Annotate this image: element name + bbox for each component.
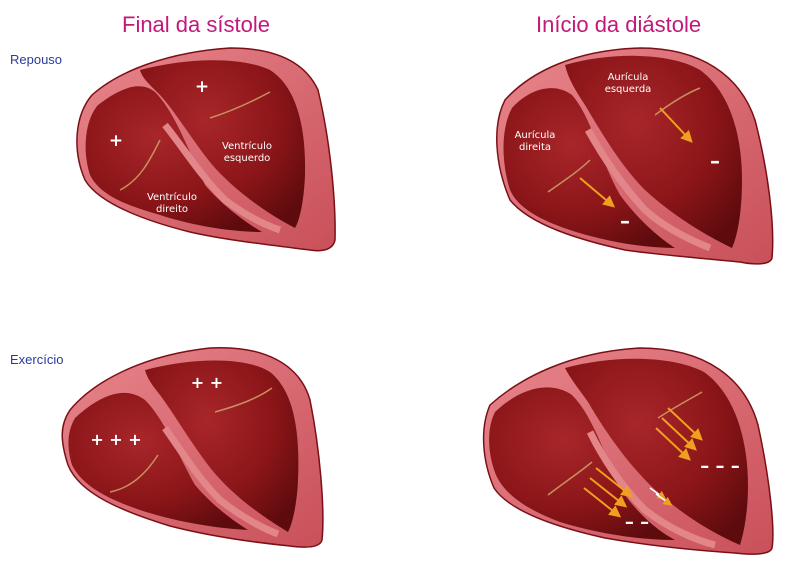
sign-rest-diastole-right: – (620, 209, 630, 233)
label-right-ventricle-line2: direito (156, 204, 188, 215)
label-left-ventricle-line2: esquerdo (224, 153, 271, 164)
label-left-atrium-line1: Aurícula (608, 71, 649, 83)
sign-rest-diastole-left: – (710, 149, 720, 173)
label-left-ventricle-line1: Ventrículo (222, 140, 272, 152)
sign-ex-systole-left: + + (191, 373, 223, 392)
sign-ex-diastole-left: – – – (700, 456, 740, 477)
sign-rest-systole-right: + (109, 131, 123, 151)
heart-exercise-diastole: – – – – – (484, 348, 773, 554)
heart-rest-diastole: – – Aurícula esquerda Aurícula direita (497, 48, 773, 264)
sign-ex-diastole-right: – – (625, 512, 649, 533)
sign-ex-systole-right: + + + (90, 430, 141, 449)
sign-rest-systole-left: + (195, 77, 209, 97)
label-left-atrium-line2: esquerda (605, 84, 652, 95)
label-right-atrium-line1: Aurícula (515, 129, 556, 141)
heart-exercise-systole: + + + + + (62, 348, 323, 547)
label-right-atrium-line2: direita (519, 142, 551, 153)
heart-rest-systole: + + Ventrículo esquerdo Ventrículo direi… (77, 48, 335, 251)
label-right-ventricle-line1: Ventrículo (147, 191, 197, 203)
